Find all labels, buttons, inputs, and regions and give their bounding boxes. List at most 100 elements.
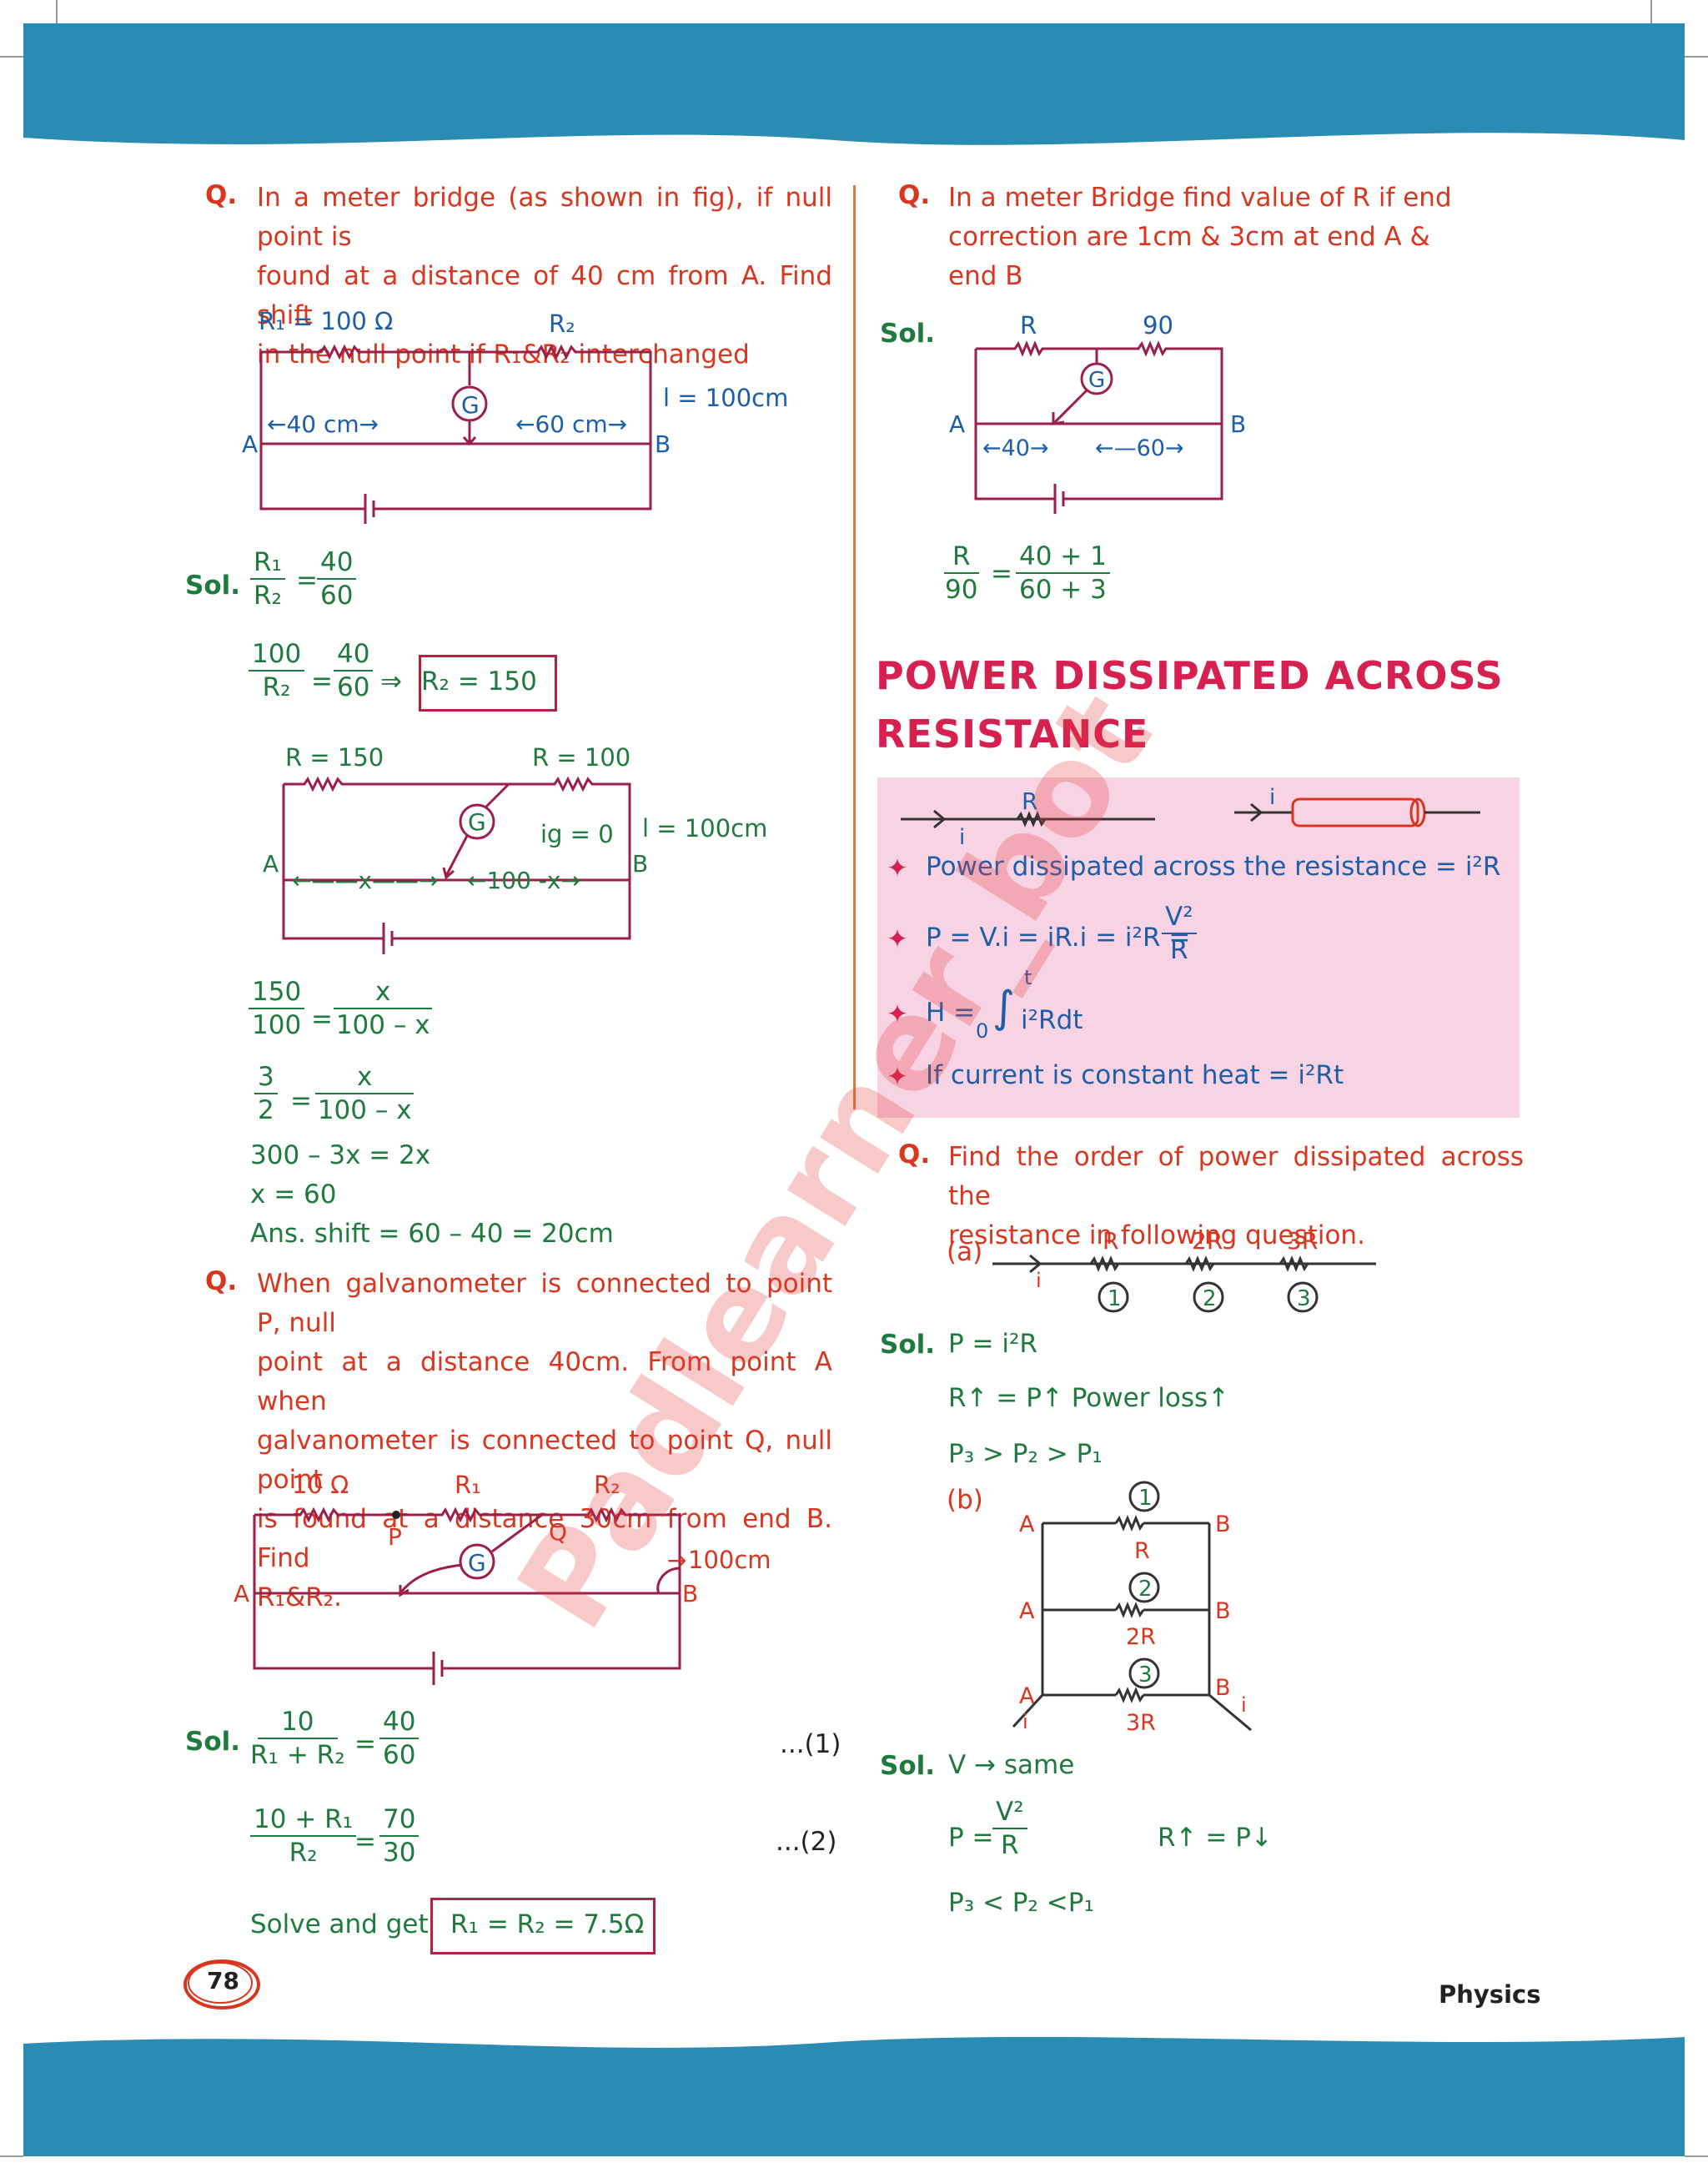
label-2r: 2R — [1192, 1227, 1223, 1255]
length-total: l = 100cm — [642, 814, 767, 843]
end-a: A — [263, 850, 279, 878]
equals: = — [354, 1827, 376, 1857]
voltage-same: V → same — [948, 1750, 1075, 1780]
length-right: ←60 cm→ — [515, 410, 627, 438]
label-3r: 3R — [1287, 1227, 1318, 1255]
index-2: 2 — [1203, 1286, 1217, 1311]
meter-bridge-circuit-1: R₁ = 100 Ω R₂ G ←40 cm→ ←60 cm→ l = 100c… — [242, 307, 788, 524]
subject-label: Physics — [1439, 1980, 1541, 2009]
length-x: ←——x——→ — [292, 867, 439, 894]
solution-label: Sol. — [185, 1727, 241, 1757]
equation-line: 300 – 3x = 2x — [250, 1140, 431, 1170]
answer-box — [430, 1898, 656, 1954]
equation-line: x = 60 — [250, 1180, 337, 1210]
label-ig: ig = 0 — [540, 820, 614, 848]
index-3: 3 — [1297, 1286, 1311, 1311]
question-label: Q. — [898, 1139, 931, 1169]
point-q: Q — [549, 1518, 567, 1546]
solution-label: Sol. — [880, 1330, 936, 1360]
question-text: When galvanometer is connected to point … — [257, 1269, 832, 1612]
label-r-100: R = 100 — [532, 743, 630, 772]
bullet-icon: ✦ — [887, 924, 908, 954]
arrow-head: → — [667, 1547, 686, 1574]
current-label: i — [1022, 1710, 1028, 1733]
current-label: i — [1269, 785, 1275, 810]
node-b: B — [1215, 1675, 1231, 1701]
node-a: A — [1019, 1598, 1035, 1624]
length-100-x: ←100 -x→ — [467, 867, 580, 894]
question-label: Q. — [205, 1266, 238, 1296]
question-label: Q. — [205, 180, 238, 210]
current-label: i — [1241, 1693, 1247, 1717]
length-left: ←40 cm→ — [267, 410, 379, 438]
label-r: R — [1020, 311, 1037, 340]
node-a: A — [1019, 1683, 1035, 1709]
equals: = — [290, 1086, 312, 1116]
integral-body: i²Rdt — [1021, 1005, 1083, 1035]
equals: = — [311, 1004, 333, 1034]
answer-line: Ans. shift = 60 – 40 = 20cm — [250, 1219, 614, 1249]
formula-constant-heat: If current is constant heat = i²Rt — [926, 1060, 1344, 1090]
index-2: 2 — [1138, 1577, 1153, 1602]
end-b: B — [655, 430, 671, 458]
part-b-label: (b) — [947, 1485, 983, 1515]
index-3: 3 — [1138, 1662, 1153, 1688]
formula-box — [877, 777, 1520, 1118]
solution-label: Sol. — [185, 571, 241, 601]
end-b: B — [1230, 410, 1246, 438]
label-r: R — [1022, 787, 1037, 815]
length-total: 100cm — [688, 1546, 771, 1574]
equals: = — [311, 666, 333, 697]
length-40: ←40→ — [982, 435, 1049, 461]
equals: = — [296, 566, 318, 596]
answer-box — [419, 655, 557, 712]
column-divider — [853, 185, 856, 1109]
solution-label: Sol. — [880, 319, 936, 349]
section-heading: POWER DISSIPATED ACROSS RESISTANCE — [876, 653, 1504, 757]
node-b: B — [1215, 1598, 1231, 1624]
bullet-icon: ✦ — [887, 853, 908, 883]
formula-power-expansion: P = V.i = iR.i = i²R = — [926, 923, 1191, 953]
label-r: R — [1134, 1538, 1150, 1564]
formula-heat: H = — [926, 998, 976, 1028]
question-text: In a meter Bridge find value of R if end… — [948, 183, 1452, 291]
galvanometer-symbol: G — [468, 1549, 486, 1577]
part-a-label: (a) — [947, 1237, 983, 1267]
resistor-current-diagram: R i i — [901, 785, 1480, 850]
meter-bridge-circuit-3: 10 Ω R₁ R₂ P Q G 100cm A B → — [234, 1471, 771, 1685]
page-number-badge — [183, 1959, 260, 2009]
label-r2: R₂ — [594, 1471, 620, 1499]
current-label: i — [959, 825, 965, 850]
meter-bridge-circuit-2: R = 150 R = 100 G ig = 0 l = 100cm A B ←… — [263, 743, 767, 954]
equals: = — [991, 559, 1012, 589]
integral-lower-limit: 0 — [976, 1019, 989, 1043]
equation-tag: ...(1) — [780, 1729, 841, 1759]
length-total: l = 100cm — [663, 384, 788, 412]
end-a: A — [242, 430, 258, 458]
current-label: i — [1036, 1269, 1042, 1292]
label-r1: R₁ — [455, 1471, 481, 1499]
implies-arrow: ⇒ — [380, 666, 402, 697]
parallel-resistors-diagram: 1 2 3 A B A B A B R 2R 3R i i — [1012, 1481, 1252, 1736]
power-order: P₃ > P₂ > P₁ — [948, 1439, 1103, 1469]
power-order: P₃ < P₂ <P₁ — [948, 1888, 1094, 1918]
question-text: In a meter bridge (as shown in fig), if … — [257, 183, 832, 370]
top-banner — [0, 0, 1708, 145]
formula-line: R↑ = P↑ Power loss↑ — [948, 1383, 1230, 1413]
label-90: 90 — [1143, 311, 1173, 340]
relation: R↑ = P↓ — [1158, 1823, 1273, 1853]
question-text: Find the order of power dissipated acros… — [948, 1142, 1524, 1250]
node-a: A — [1019, 1512, 1035, 1537]
